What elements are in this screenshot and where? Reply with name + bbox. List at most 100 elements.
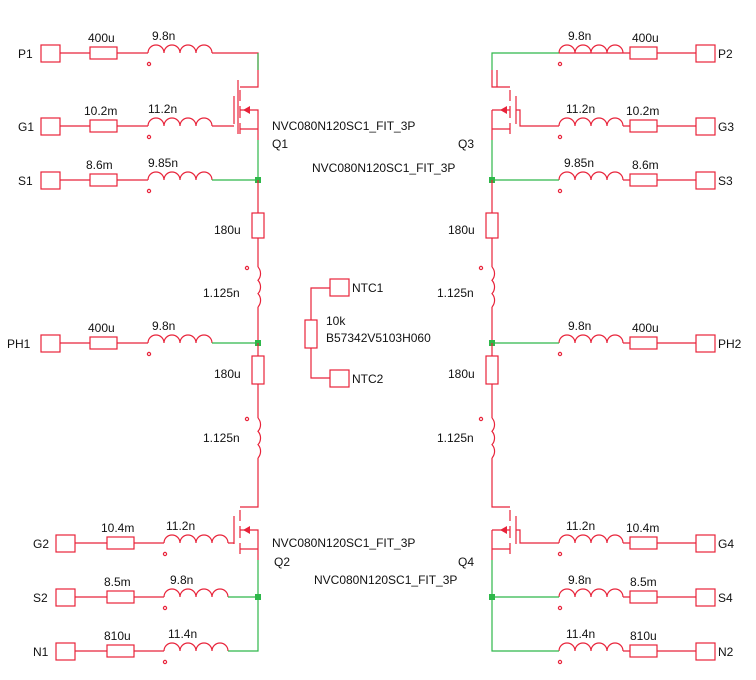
inductor-n1[interactable] [163, 642, 229, 652]
inductor-p1[interactable] [147, 44, 213, 54]
value-s1-l: 9.85n [148, 156, 178, 170]
value-n1-r: 810u [104, 629, 131, 643]
g3-branch: G3 10.2m 11.2n [557, 102, 734, 140]
port-g2[interactable] [55, 534, 76, 553]
resistor-ntc[interactable] [304, 319, 318, 349]
resistor-s4[interactable] [629, 590, 658, 604]
inductor-left-1[interactable] [257, 266, 262, 308]
wire-n1-source [228, 597, 259, 652]
wire-p2-drain [491, 52, 559, 70]
wire-s4-node [491, 560, 559, 598]
resistor-p2[interactable] [629, 46, 658, 60]
port-ph2[interactable] [695, 334, 716, 353]
inductor-dot [146, 351, 152, 357]
q4-name: Q4 [458, 555, 474, 569]
mosfet-q3[interactable]: NVC080N120SC1_FIT_3P Q3 [312, 70, 559, 175]
inductor-dot [146, 134, 152, 140]
port-g3[interactable] [695, 117, 716, 136]
value-g2-r: 10.4m [101, 521, 134, 535]
p1-branch: P1 400u 9.8n [18, 29, 259, 70]
resistor-p1[interactable] [89, 46, 118, 60]
value-g2-l: 11.2n [166, 519, 195, 533]
inductor-g2[interactable] [163, 534, 229, 544]
n2-branch: N2 810u 11.4n [557, 627, 734, 665]
port-label-n1: N1 [33, 645, 49, 659]
port-s1[interactable] [40, 171, 61, 190]
inductor-g3[interactable] [558, 117, 624, 127]
resistor-left-1[interactable] [251, 212, 265, 239]
inductor-s4[interactable] [558, 588, 624, 598]
port-label-g3: G3 [718, 120, 734, 134]
p2-branch: P2 400u 9.8n [496, 29, 733, 87]
inductor-s1[interactable] [147, 171, 213, 181]
resistor-left-2[interactable] [251, 355, 265, 385]
inductor-n2[interactable] [558, 642, 624, 652]
inductor-p2[interactable] [558, 44, 624, 54]
value-ph1-r: 400u [88, 321, 115, 335]
port-n1[interactable] [55, 642, 76, 661]
resistor-g3[interactable] [629, 119, 658, 133]
s3-branch: S3 8.6m 9.85n [557, 156, 733, 194]
value-s1-r: 8.6m [86, 158, 113, 172]
port-ntc2[interactable] [329, 369, 350, 388]
inductor-g4[interactable] [558, 534, 624, 544]
inductor-left-2[interactable] [257, 417, 262, 459]
resistor-ph2[interactable] [629, 336, 658, 350]
resistor-ph1[interactable] [89, 336, 118, 350]
resistor-g4[interactable] [629, 536, 658, 550]
resistor-n2[interactable] [629, 644, 658, 658]
resistor-n1[interactable] [106, 644, 135, 658]
resistor-s3[interactable] [629, 173, 658, 187]
port-label-ntc2: NTC2 [352, 372, 384, 386]
port-n2[interactable] [695, 642, 716, 661]
inductor-s2[interactable] [163, 588, 229, 598]
value-right-r2: 180u [448, 367, 475, 381]
resistor-right-1[interactable] [485, 212, 499, 239]
inductor-dot [557, 188, 563, 194]
port-p2[interactable] [695, 44, 716, 63]
ph2-branch: PH2 400u 9.8n [557, 319, 742, 357]
port-g1[interactable] [40, 117, 61, 136]
inductor-right-2[interactable] [491, 417, 496, 459]
inductor-dot [557, 551, 563, 557]
port-s2[interactable] [55, 588, 76, 607]
resistor-s1[interactable] [89, 173, 118, 187]
inductor-dot [478, 416, 484, 422]
value-p2-r: 400u [632, 31, 659, 45]
resistor-g1[interactable] [89, 119, 118, 133]
mosfet-q2[interactable]: NVC080N120SC1_FIT_3P Q2 [233, 490, 415, 569]
mosfet-q4[interactable]: NVC080N120SC1_FIT_3P Q4 [314, 490, 559, 587]
resistor-s2[interactable] [106, 590, 135, 604]
value-s2-l: 9.8n [170, 573, 193, 587]
inductor-ph1[interactable] [147, 334, 213, 344]
value-right-r1: 180u [448, 223, 475, 237]
port-ph1[interactable] [40, 334, 61, 353]
mosfet-q1[interactable]: NVC080N120SC1_FIT_3P Q1 [233, 70, 415, 151]
inductor-g1[interactable] [147, 117, 213, 127]
q4-model: NVC080N120SC1_FIT_3P [314, 573, 457, 587]
value-right-l1: 1.125n [437, 286, 474, 300]
resistor-right-2[interactable] [485, 355, 499, 385]
value-ph1-l: 9.8n [152, 319, 175, 333]
value-s4-l: 9.8n [568, 573, 591, 587]
value-s2-r: 8.5m [104, 575, 131, 589]
inductor-right-1[interactable] [491, 266, 496, 308]
resistor-g2[interactable] [106, 536, 135, 550]
port-p1[interactable] [40, 44, 61, 63]
port-s4[interactable] [695, 588, 716, 607]
inductor-dot [478, 265, 484, 271]
port-s3[interactable] [695, 171, 716, 190]
port-ntc1[interactable] [329, 278, 350, 297]
value-left-r1: 180u [214, 223, 241, 237]
port-label-n2: N2 [718, 645, 734, 659]
port-g4[interactable] [695, 534, 716, 553]
inductor-s3[interactable] [558, 171, 624, 181]
inductor-ph2[interactable] [558, 334, 624, 344]
port-label-ph1: PH1 [7, 337, 31, 351]
inductor-dot [162, 605, 168, 611]
wire-s1-node [212, 140, 259, 181]
port-label-s2: S2 [33, 591, 48, 605]
q2-name: Q2 [274, 555, 290, 569]
value-s3-l: 9.85n [564, 156, 594, 170]
